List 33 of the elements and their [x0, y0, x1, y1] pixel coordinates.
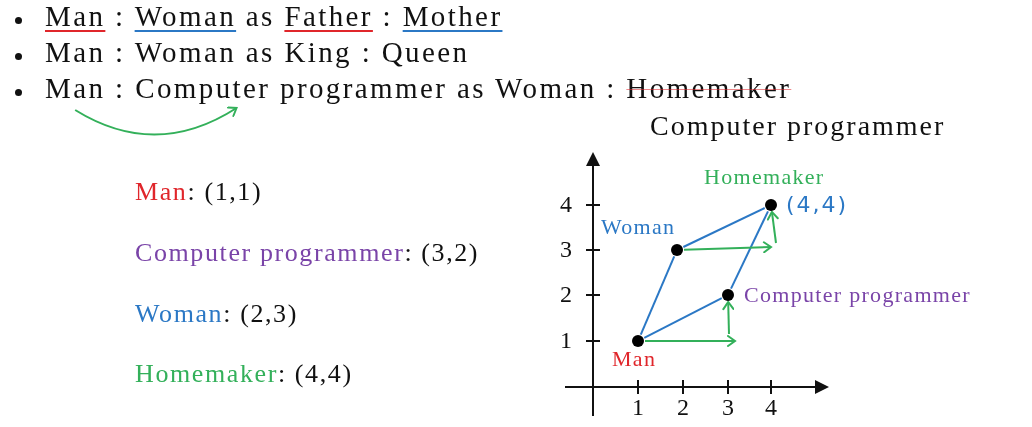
data-point: [671, 244, 683, 256]
bullet-text: Man : Computer programmer as Woman : Homemaker: [45, 72, 792, 105]
data-point: [722, 289, 734, 301]
coordinate-text: Woman: (2,3): [135, 299, 298, 329]
point-label: Woman: [601, 214, 676, 240]
handwritten-coordinate: (4,4): [786, 192, 849, 217]
data-point: [632, 335, 644, 347]
arrow: [683, 241, 772, 254]
connector-line: [682, 207, 766, 248]
bullet-text: Man : Woman as Father : Mother: [45, 0, 503, 33]
arrow: [644, 335, 736, 347]
point-label: Man: [612, 346, 657, 372]
tick-label: 4: [560, 191, 572, 218]
connector-line: [643, 297, 723, 339]
connector-line: [639, 255, 676, 336]
tick-label: 2: [677, 394, 689, 421]
tick-label: 3: [722, 394, 734, 421]
tick-label: 1: [632, 394, 644, 421]
bullet-text: Man : Woman as King : Queen: [45, 36, 470, 69]
coordinate-text: Homemaker: (4,4): [135, 359, 353, 389]
correction-text: Computer programmer: [650, 110, 946, 142]
coordinate-text: Man: (1,1): [135, 177, 263, 207]
tick-label: 3: [560, 236, 572, 263]
point-label: Computer programmer: [744, 282, 971, 308]
tick-label: 4: [765, 394, 777, 421]
coordinate-text: Computer programmer: (3,2): [135, 238, 480, 268]
tick-label: 1: [560, 327, 572, 354]
tick-label: 2: [560, 281, 572, 308]
arrow: [722, 301, 735, 335]
data-point: [765, 199, 777, 211]
arrow: [766, 210, 779, 244]
connector-line: [730, 210, 769, 290]
point-label: Homemaker: [704, 164, 825, 190]
